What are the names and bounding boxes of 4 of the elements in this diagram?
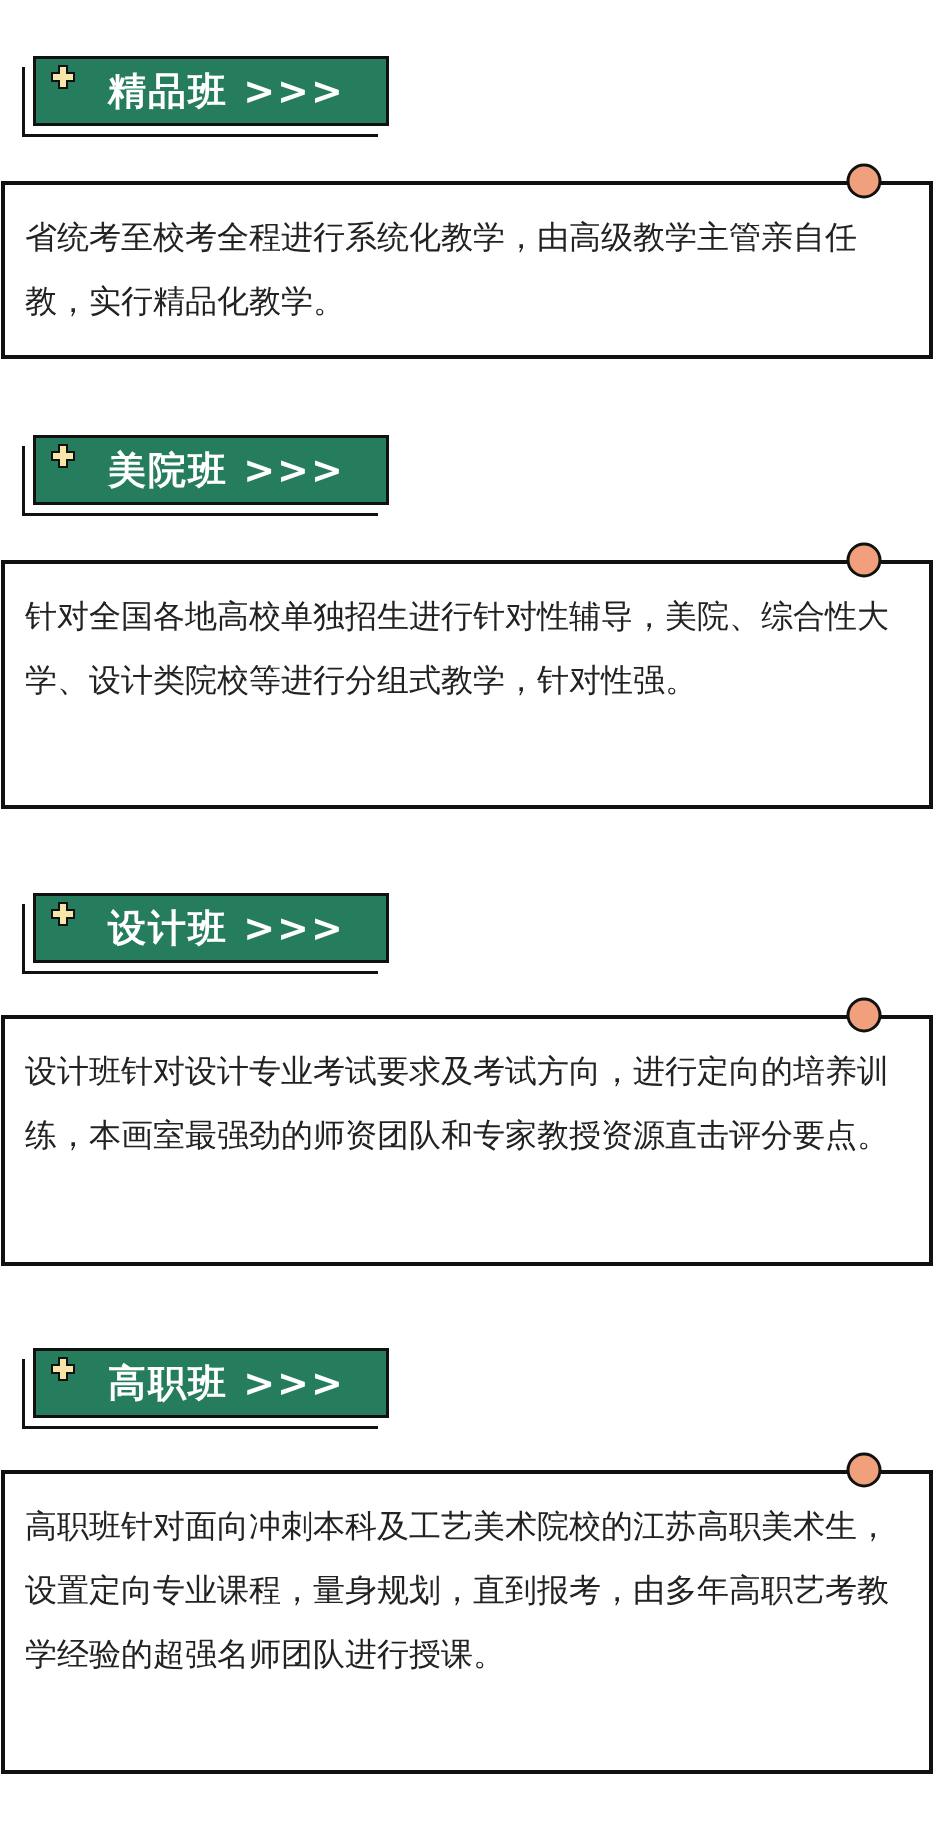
description-box: 高职班针对面向冲刺本科及工艺美术院校的江苏高职美术生，设置定向专业课程，量身规划，直到报考，由多年高职艺考教学经验的超强名师团队进行授课。 [1, 1470, 933, 1774]
description-box: 设计班针对设计专业考试要求及考试方向，进行定向的培养训练，本画室最强劲的师资团队和专家教授资源直击评分要点。 [1, 1015, 933, 1266]
description-box: 针对全国各地高校单独招生进行针对性辅导，美院、综合性大学、设计类院校等进行分组式教学，针对性强。 [1, 560, 933, 809]
description-box: 省统考至校考全程进行系统化教学，由高级教学主管亲自任教，实行精品化教学。 [1, 181, 933, 359]
